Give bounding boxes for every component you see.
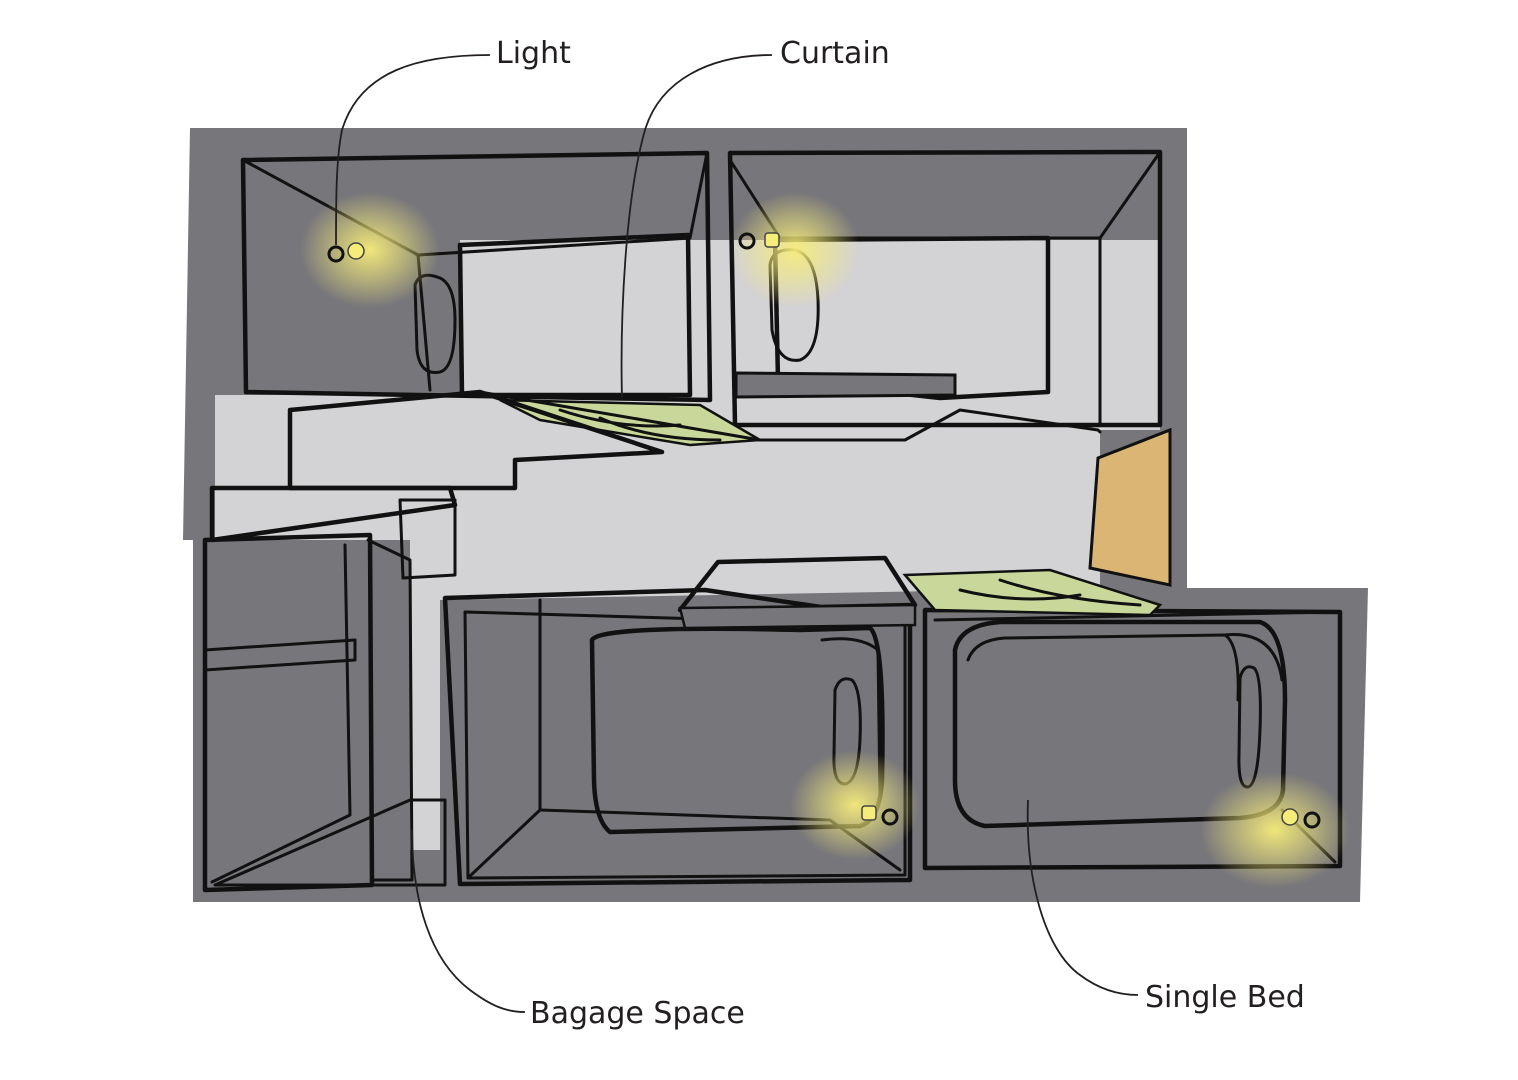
leader-line-curtain <box>620 54 773 399</box>
capsule-lower-left <box>442 555 918 887</box>
leader-line-light <box>335 54 491 246</box>
bagage-cabinet <box>202 532 447 893</box>
light-label: Light <box>496 36 571 71</box>
leader-line-bagage <box>411 829 526 1013</box>
wood-panel <box>1088 427 1172 587</box>
leader-line-bed <box>1026 799 1139 996</box>
curtain-label: Curtain <box>780 36 890 71</box>
bagage-space-label: Bagage Space <box>530 996 745 1031</box>
light-lower-right <box>1200 772 1350 888</box>
capsule-lower-right <box>922 607 1343 871</box>
single-bed-label: Single Bed <box>1145 980 1305 1015</box>
light-lower-left <box>790 750 920 860</box>
light-upper-left <box>300 192 440 308</box>
lower-curtain <box>902 568 1163 617</box>
upper-curtain <box>499 398 765 447</box>
light-upper-right <box>730 192 860 308</box>
middle-ledges <box>209 389 1102 580</box>
